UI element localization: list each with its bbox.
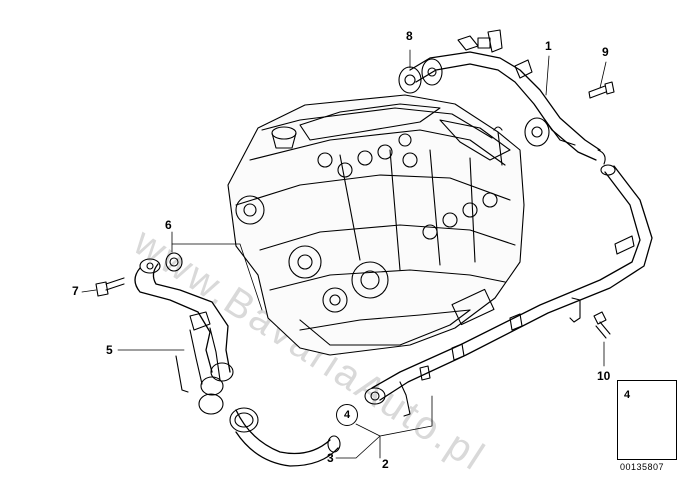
callout-6: 6: [165, 218, 172, 232]
engine-block: [227, 94, 525, 356]
gasket-8: [398, 66, 422, 94]
callout-4-circle: 4: [336, 404, 358, 426]
callout-3: 3: [327, 451, 334, 465]
coolant-pipe-right: [409, 29, 606, 165]
leader-lines: [81, 49, 607, 459]
diagram-code: 00135807: [620, 462, 665, 472]
callout-10: 10: [597, 369, 611, 383]
callout-2: 2: [382, 457, 389, 471]
coolant-hose-left: [134, 258, 234, 415]
coolant-pipe-long: [364, 164, 653, 417]
bolt-10: [593, 311, 611, 339]
gasket-6: [165, 252, 183, 272]
callout-8: 8: [406, 29, 413, 43]
callout-5: 5: [106, 343, 113, 357]
legend-number: 4: [624, 389, 631, 401]
callout-1: 1: [545, 39, 552, 53]
callout-9: 9: [602, 45, 609, 59]
coolant-hose-lower: [229, 407, 341, 467]
bolt-7: [95, 277, 125, 297]
legend-box: [617, 380, 677, 460]
bolt-9: [588, 81, 615, 99]
callout-7: 7: [72, 284, 79, 298]
